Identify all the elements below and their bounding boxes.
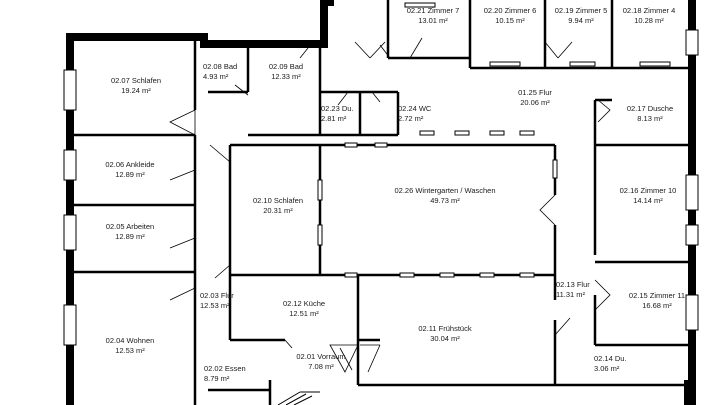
room-area: 2.81 m²	[321, 114, 347, 123]
room-name: 02.04 Wohnen	[105, 336, 155, 345]
room-name: 02.19 Zimmer 5	[554, 6, 608, 15]
room-area: 20.31 m²	[263, 206, 293, 215]
room-name: 02.20 Zimmer 6	[483, 6, 537, 15]
room-area: 12.53 m²	[115, 346, 145, 355]
room-name: 02.17 Dusche	[626, 104, 674, 113]
room-name: 02.08 Bad	[203, 62, 238, 71]
room-area: 49.73 m²	[430, 196, 460, 205]
room-name: 02.15 Zimmer 11	[628, 291, 686, 300]
room-name: 02.14 Du.	[594, 354, 627, 363]
room-area: 12.89 m²	[115, 170, 145, 179]
room-area: 13.01 m²	[418, 16, 448, 25]
room-area: 9.94 m²	[568, 16, 594, 25]
room-name: 02.06 Ankleide	[105, 160, 155, 169]
room-name: 02.05 Arbeiten	[105, 222, 155, 231]
doors	[169, 37, 611, 373]
room-area: 16.68 m²	[642, 301, 672, 310]
room-name: 02.24 WC	[398, 104, 432, 113]
room-area: 8.13 m²	[637, 114, 663, 123]
room-area: 10.28 m²	[634, 16, 664, 25]
room-name: 02.10 Schlafen	[252, 196, 304, 205]
room-area: 10.15 m²	[495, 16, 525, 25]
room-name: 01.25 Flur	[518, 88, 552, 97]
room-area: 11.31 m²	[556, 290, 586, 299]
room-area: 20.06 m²	[520, 98, 550, 107]
room-area: 8.79 m²	[204, 374, 230, 383]
room-area: 19.24 m²	[121, 86, 151, 95]
room-area: 12.89 m²	[115, 232, 145, 241]
room-02-23[interactable]: 02.23 Du.2.81 m²	[321, 104, 361, 124]
room-area: 30.04 m²	[430, 334, 460, 343]
room-02-14[interactable]: 02.14 Du.3.06 m²	[594, 354, 640, 374]
room-area: 3.06 m²	[594, 364, 620, 373]
interior-walls	[74, 0, 696, 405]
room-area: 7.08 m²	[308, 362, 334, 371]
room-name: 02.12 Küche	[282, 299, 326, 308]
room-area: 12.33 m²	[271, 72, 301, 81]
room-name: 02.23 Du.	[321, 104, 354, 113]
room-area: 2.72 m²	[398, 114, 424, 123]
staircase	[277, 391, 320, 405]
room-area: 12.51 m²	[289, 309, 319, 318]
room-name: 02.09 Bad	[268, 62, 304, 71]
room-area: 14.14 m²	[633, 196, 663, 205]
windows	[63, 2, 699, 346]
room-name: 02.13 Flur	[556, 280, 590, 289]
room-name: 02.11 Frühstück	[418, 324, 472, 333]
room-name: 02.02 Essen	[204, 364, 246, 373]
room-02-21[interactable]: 02.21 Zimmer 7 13.01 m²	[398, 6, 468, 26]
room-name: 02.26 Wintergarten / Waschen	[394, 186, 496, 195]
room-name: 02.18 Zimmer 4	[622, 6, 676, 15]
room-name: 02.03 Flur	[200, 291, 234, 300]
room-name: 02.01 Vorraum	[296, 352, 346, 361]
room-name: 02.16 Zimmer 10	[619, 186, 677, 195]
room-area: 12.53 m²	[200, 301, 230, 310]
room-name: 02.07 Schlafen	[110, 76, 162, 85]
room-area: 4.93 m²	[203, 72, 229, 81]
room-name: 02.21 Zimmer 7	[406, 6, 460, 15]
